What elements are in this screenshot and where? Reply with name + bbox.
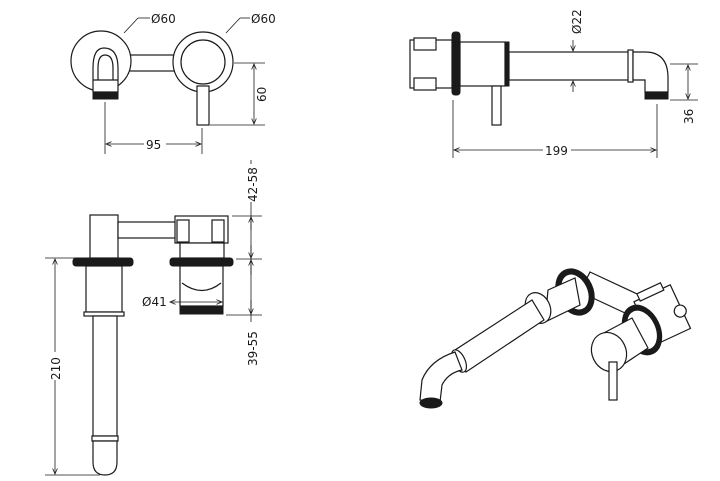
front-height-label: 60 (255, 87, 269, 102)
top-pipe-dia-label: Ø22 (570, 9, 584, 34)
side-body-dia-label: Ø41 (142, 295, 167, 309)
top-projection-label: 199 (545, 144, 568, 158)
isometric-view (419, 268, 692, 409)
top-outlet-height-label: 36 (682, 109, 696, 124)
side-view: Ø41 42-58 39-55 210 (45, 160, 262, 476)
front-dia-right-label: Ø60 (251, 12, 276, 26)
side-spout-length-label: 210 (49, 357, 63, 380)
front-dia-left-label: Ø60 (151, 12, 176, 26)
side-depth-lower-label: 39-55 (246, 331, 260, 366)
side-depth-upper-label: 42-58 (246, 167, 260, 202)
front-spacing-label: 95 (146, 138, 161, 152)
front-view: Ø60 Ø60 60 95 (70, 12, 276, 154)
top-view: Ø22 36 199 (409, 9, 698, 158)
